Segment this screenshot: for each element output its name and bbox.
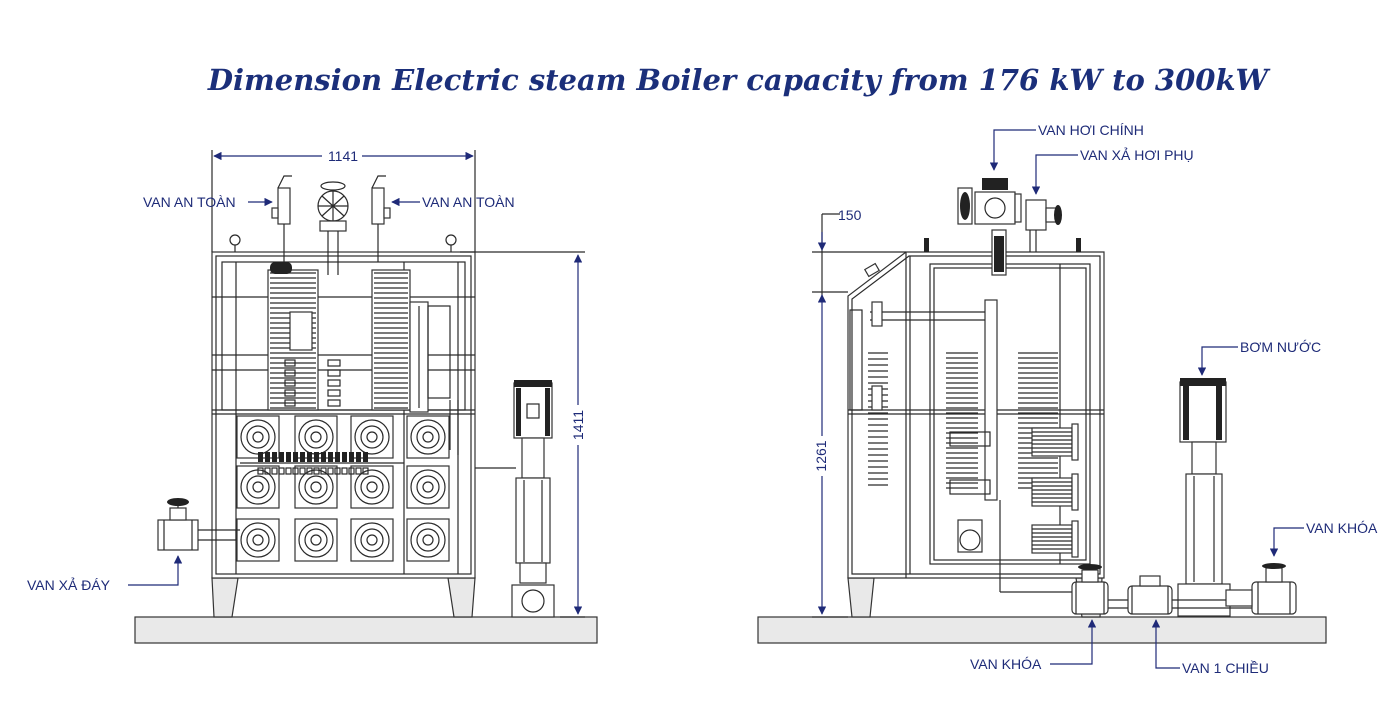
dimension-front-height: 1411 [570, 410, 586, 440]
label-check-valve: VAN 1 CHIỀU [1182, 660, 1269, 676]
label-lock-valve-bottom: VAN KHÓA [970, 656, 1042, 672]
front-terminal-row [240, 452, 404, 475]
safety-valve-left-symbol [270, 175, 292, 274]
side-leg-left [847, 577, 875, 618]
side-heater-grille-mid [946, 352, 978, 489]
front-heater-grille-right [371, 269, 411, 411]
dimension-side-offset: 150 [838, 207, 862, 223]
front-base-plate [134, 616, 598, 644]
side-main-steam-valve-symbol [957, 178, 1022, 276]
front-leg-left [211, 577, 239, 618]
front-leg-right [447, 577, 476, 618]
label-aux-steam-valve: VAN XẢ HƠI PHỤ [1080, 147, 1194, 163]
label-lock-valve-right: VAN KHÓA [1306, 520, 1378, 536]
dimension-front-width: 1141 [328, 148, 358, 164]
label-drain-valve: VAN XẢ ĐÁY [27, 577, 111, 593]
drain-valve-symbol [157, 498, 240, 551]
front-control-column [284, 359, 341, 407]
side-bottom-piping [999, 500, 1297, 615]
label-safety-valve-left: VAN AN TOÀN [143, 194, 236, 210]
side-view: 150 1261 VAN HƠI CHÍNH VAN XẢ HƠI PHỤ BƠ… [757, 122, 1378, 676]
label-safety-valve-right: VAN AN TOÀN [422, 194, 515, 210]
side-aux-steam-valve-symbol [1025, 199, 1062, 252]
label-main-steam-valve: VAN HƠI CHÍNH [1038, 122, 1144, 138]
side-water-pump [1177, 378, 1231, 617]
safety-valve-right-symbol [371, 175, 391, 262]
side-riser-pipe [984, 299, 998, 501]
page-title: Dimension Electric steam Boiler capacity… [207, 63, 1271, 97]
front-water-pump [449, 380, 555, 618]
front-view: 1141 1411 VAN AN TOÀN VAN AN TOÀN VAN XẢ… [27, 147, 598, 644]
side-base-plate [757, 616, 1327, 644]
dimension-side-height: 1261 [813, 440, 829, 471]
front-main-steam-valve-symbol [317, 181, 349, 275]
side-manifolds [949, 423, 1079, 558]
label-water-pump: BƠM NƯỚC [1240, 339, 1321, 355]
